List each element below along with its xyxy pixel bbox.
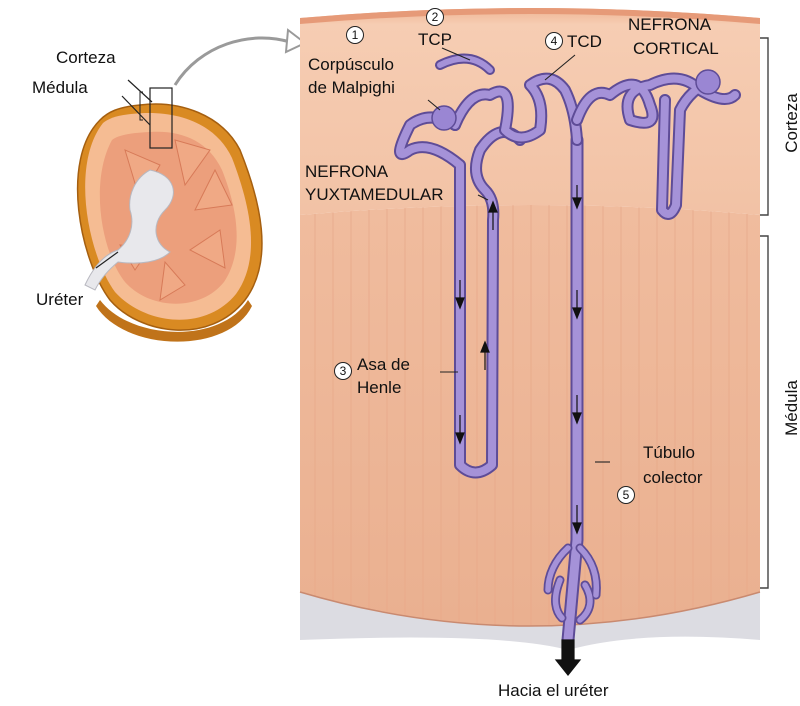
number-1: 1	[346, 26, 364, 44]
tissue-bottom-shadow	[300, 592, 760, 650]
medula-bracket	[760, 235, 769, 589]
arrow-up	[480, 200, 498, 370]
glomeruli	[431, 69, 721, 131]
label-nefrona-cortical-2: CORTICAL	[633, 39, 719, 58]
collecting-duct	[543, 133, 601, 647]
label-medula-kidney: Médula	[32, 78, 88, 97]
flow-arrows	[455, 185, 582, 676]
juxtamedullary-nephron	[394, 53, 583, 479]
label-corpusculo-2: de Malpighi	[308, 78, 395, 97]
arrow-down	[455, 185, 582, 535]
corteza-bracket	[760, 37, 769, 216]
label-nefrona-yuxtamedular-1: NEFRONA	[305, 162, 389, 181]
zoom-arrow-head	[284, 28, 307, 54]
label-tcd: TCD	[567, 32, 602, 51]
label-asa-henle-1: Asa de	[357, 355, 410, 374]
region-label-corteza: Corteza	[782, 93, 800, 153]
number-3: 3	[334, 362, 352, 380]
kidney-bottom-shade	[96, 300, 252, 342]
label-tubulo-colector-2: colector	[643, 468, 703, 487]
kidney-zoom-box	[149, 87, 173, 149]
label-asa-henle-2: Henle	[357, 378, 402, 397]
number-5: 5	[617, 486, 635, 504]
label-hacia-ureter: Hacia el uréter	[498, 681, 609, 700]
ureter-arrow	[554, 639, 582, 676]
glomerulus-cortical	[695, 69, 721, 95]
label-nefrona-cortical-1: NEFRONA	[628, 15, 712, 34]
label-nefrona-yuxtamedular-2: YUXTAMEDULAR	[305, 185, 444, 204]
zoom-arrow	[173, 36, 291, 86]
tissue-top-band	[300, 8, 760, 24]
label-tubulo-colector-1: Túbulo	[643, 443, 695, 462]
number-4: 4	[545, 32, 563, 50]
label-tcp: TCP	[418, 30, 452, 49]
glomerulus-juxtamedular	[431, 105, 457, 131]
medula-pointer	[121, 95, 151, 126]
tubules	[394, 53, 741, 647]
region-label-medula: Médula	[782, 380, 800, 436]
corteza-pointer	[127, 79, 153, 103]
bracket-kidney	[139, 91, 143, 121]
tissue-block	[299, 8, 761, 650]
label-ureter: Uréter	[36, 290, 84, 309]
label-corteza-kidney: Corteza	[56, 48, 116, 67]
tissue-cortex	[300, 8, 760, 215]
label-corpusculo-1: Corpúsculo	[308, 55, 394, 74]
number-2: 2	[426, 8, 444, 26]
callout-lines	[427, 47, 610, 463]
ureter-pointer	[95, 251, 119, 269]
kidney-illustration	[76, 79, 263, 342]
